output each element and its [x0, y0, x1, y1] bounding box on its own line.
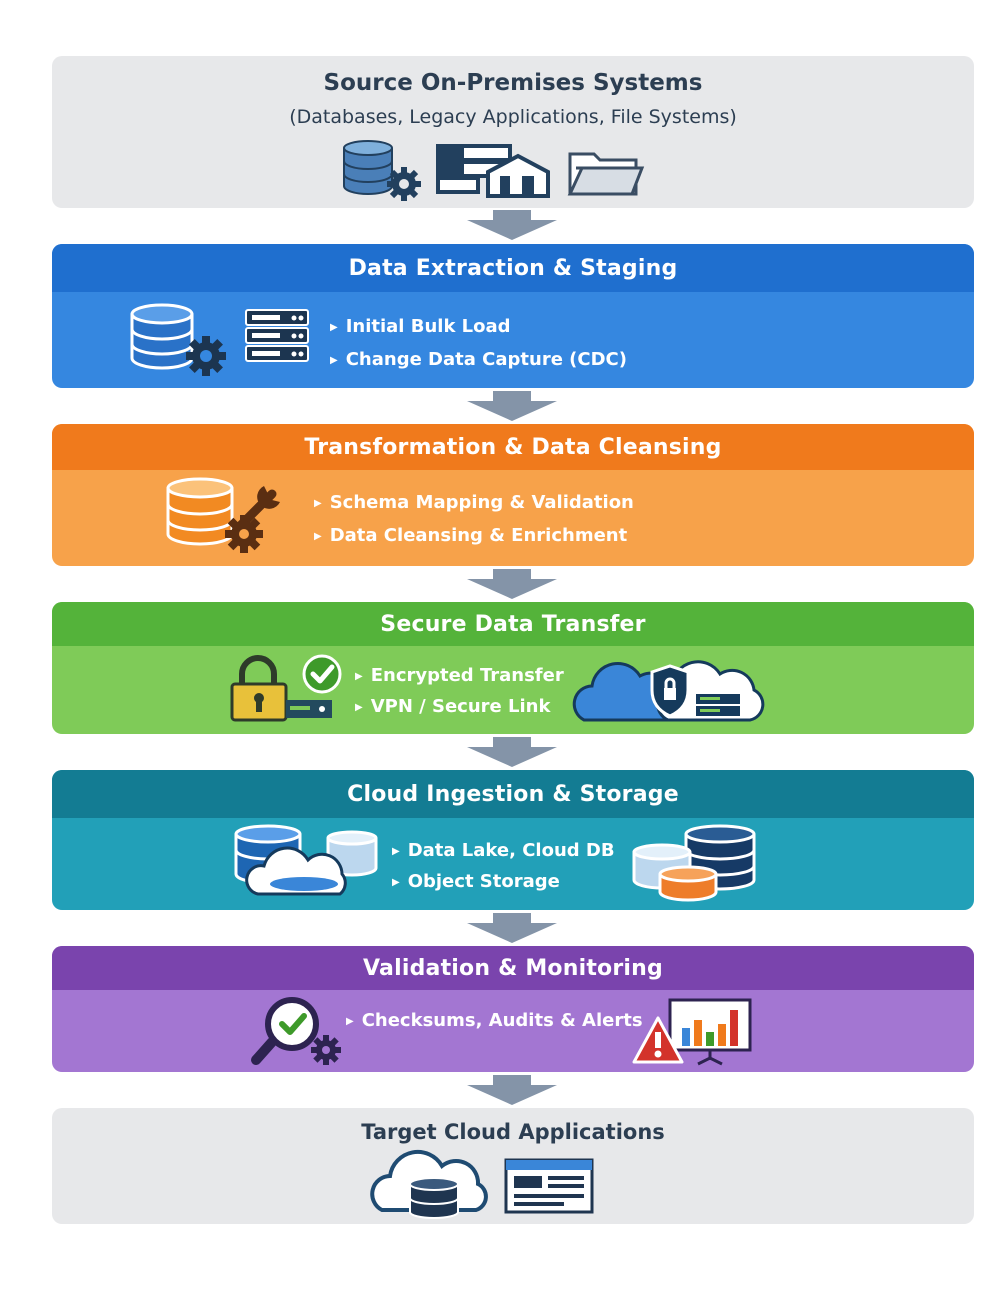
transformation-title: Transformation & Data Cleansing: [52, 424, 974, 470]
server-rack-icon: [245, 309, 309, 362]
magnifier-check-gear-icon: [251, 997, 341, 1065]
cloud-shield-server-icon: [572, 660, 765, 722]
flow-arrow-5: [467, 913, 557, 943]
target-title: Target Cloud Applications: [361, 1120, 665, 1144]
validation-monitoring-title: Validation & Monitoring: [52, 946, 974, 990]
bullet-data-cleansing: Data Cleansing & Enrichment: [314, 525, 628, 546]
source-subtitle: (Databases, Legacy Applications, File Sy…: [289, 106, 737, 128]
source-systems-panel: Source On-Premises Systems (Databases, L…: [52, 56, 974, 208]
flow-arrow-4: [467, 737, 557, 767]
database-wrench-gear-icon: [166, 477, 280, 553]
folder-icon: [567, 152, 645, 196]
bullet-change-data-capture: Change Data Capture (CDC): [330, 349, 627, 370]
bullet-object-storage: Object Storage: [392, 871, 560, 892]
bullet-vpn-secure-link: VPN / Secure Link: [355, 696, 551, 717]
flow-arrow-3: [467, 569, 557, 599]
legacy-server-building-icon: [436, 144, 550, 198]
target-cloud-panel: Target Cloud Applications: [52, 1108, 974, 1224]
bullet-data-lake-cloud-db: Data Lake, Cloud DB: [392, 840, 615, 861]
cloud-database-icon: [370, 1149, 488, 1219]
database-gear-icon: [130, 303, 226, 376]
source-title: Source On-Premises Systems: [323, 70, 703, 96]
bullet-checksums-audits-alerts: Checksums, Audits & Alerts: [346, 1010, 643, 1031]
cloud-ingestion-stage: Cloud Ingestion & Storage Data Lake, Clo…: [52, 770, 974, 910]
bullet-encrypted-transfer: Encrypted Transfer: [355, 665, 564, 686]
database-stack-icon: [632, 824, 756, 902]
browser-app-icon: [504, 1158, 594, 1214]
database-gear-icon: [343, 140, 421, 201]
cloud-database-icon: [234, 824, 378, 896]
flow-arrow-1: [467, 210, 557, 240]
padlock-check-icon: [230, 654, 342, 722]
flow-arrow-2: [467, 391, 557, 421]
transformation-stage: Transformation & Data Cleansing Schema M…: [52, 424, 974, 566]
warning-chart-icon: [632, 998, 752, 1066]
extraction-stage: Data Extraction & Staging Initial Bulk L…: [52, 244, 974, 388]
secure-transfer-stage: Secure Data Transfer Encrypted Transfer …: [52, 602, 974, 734]
validation-monitoring-stage: Validation & Monitoring Checksums, Audit…: [52, 946, 974, 1072]
bullet-schema-mapping: Schema Mapping & Validation: [314, 492, 634, 513]
secure-transfer-title: Secure Data Transfer: [52, 602, 974, 646]
flow-arrow-6: [467, 1075, 557, 1105]
cloud-ingestion-title: Cloud Ingestion & Storage: [52, 770, 974, 818]
extraction-title: Data Extraction & Staging: [52, 244, 974, 292]
bullet-initial-bulk-load: Initial Bulk Load: [330, 316, 511, 337]
